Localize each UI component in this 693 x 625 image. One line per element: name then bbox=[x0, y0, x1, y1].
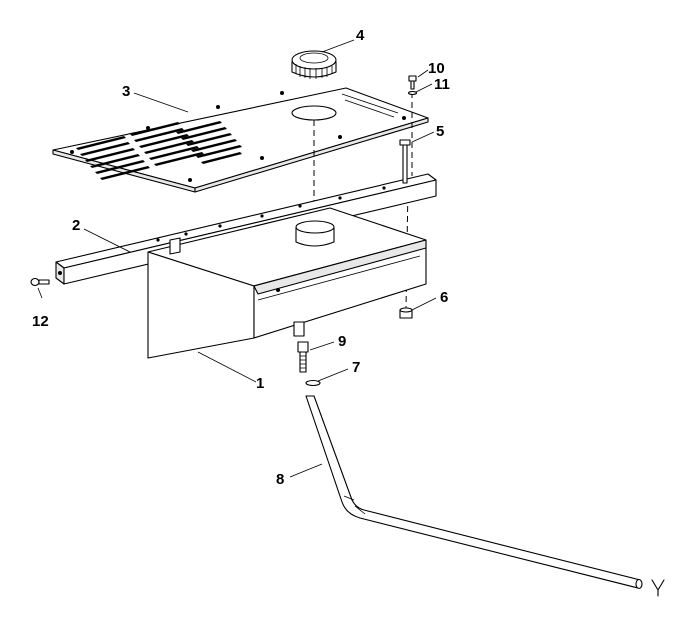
hose-clamp bbox=[305, 379, 321, 387]
fuel-tank bbox=[147, 207, 427, 359]
bolt bbox=[399, 139, 411, 184]
nut bbox=[399, 307, 413, 319]
small-screw bbox=[30, 277, 50, 287]
callout-labels: 1 2 3 4 5 6 7 8 9 10 11 12 bbox=[32, 27, 450, 488]
callout-4: 4 bbox=[356, 27, 365, 44]
callout-2: 2 bbox=[72, 217, 80, 234]
callout-9: 9 bbox=[338, 333, 346, 350]
top-cover-plate bbox=[52, 87, 429, 193]
callout-8: 8 bbox=[276, 471, 284, 488]
callout-10: 10 bbox=[428, 60, 445, 77]
fuel-cap bbox=[291, 50, 337, 79]
callout-11: 11 bbox=[434, 76, 450, 93]
callout-1: 1 bbox=[256, 375, 264, 392]
callout-7: 7 bbox=[352, 359, 360, 376]
fuel-line bbox=[305, 395, 665, 597]
callout-6: 6 bbox=[440, 289, 448, 306]
vent-slots bbox=[76, 93, 399, 180]
callout-12: 12 bbox=[32, 313, 49, 330]
callout-3: 3 bbox=[122, 83, 130, 100]
callout-5: 5 bbox=[436, 123, 444, 140]
screw-and-washer bbox=[407, 75, 418, 96]
hose-fitting bbox=[297, 341, 309, 373]
leader-lines bbox=[37, 39, 437, 478]
